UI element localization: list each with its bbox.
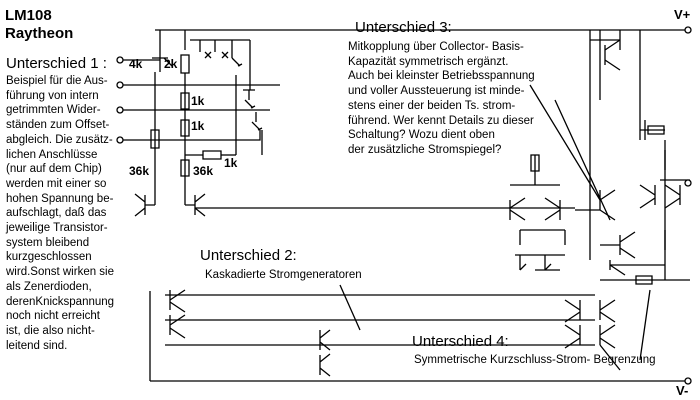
note-line: wird.Sonst wirken sie <box>6 266 115 279</box>
note-line: leitend sind. <box>6 339 68 352</box>
note-u4-body: Symmetrische Kurzschluss-Strom- Begrenzu… <box>414 354 656 366</box>
note-u1-heading: Unterschied 1 : <box>6 55 107 72</box>
note-line: und voller Aussteuerung ist minde- <box>348 85 525 98</box>
note-line: als Zenerdioden, <box>6 280 92 293</box>
label-1k-a: 1k <box>191 94 205 108</box>
note-line: führung von intern <box>6 89 99 102</box>
note-line: jeweilige Transistor- <box>6 222 108 235</box>
note-line: getrimmten Wider- <box>6 104 101 117</box>
note-line: ständen zum Offset- <box>6 119 110 132</box>
resistor-36k-left <box>151 130 159 148</box>
note-line: abgleich. Die zusätz- <box>6 133 113 146</box>
label-2k: 2k <box>164 57 178 71</box>
note-line: Mitkopplung über Collector- Basis- <box>348 41 524 53</box>
note-line: Schaltung? Wozu dient oben <box>348 129 495 142</box>
note-line: aufschlagt, daß das <box>6 207 107 220</box>
label-vplus: V+ <box>674 7 691 22</box>
note-line: (nur auf dem Chip) <box>6 163 102 176</box>
note-u4-heading: Unterschied 4: <box>412 333 509 350</box>
chip-title: LM108 <box>5 7 52 24</box>
note-line: Beispiel für die Aus- <box>6 75 108 87</box>
note-line: noch nicht erreicht <box>6 310 100 323</box>
note-u1-body: Beispiel für die Aus- führung von intern… <box>6 74 114 353</box>
note-line: werden mit einer so <box>6 177 107 190</box>
input-stage <box>135 155 575 270</box>
chip-manufacturer: Raytheon <box>5 25 74 42</box>
resistor-output-upper <box>648 126 664 134</box>
resistor-1k-a <box>181 93 189 109</box>
note-line: derenKnickspannung <box>6 295 115 308</box>
label-36k-left: 36k <box>129 164 150 178</box>
note-u2-body: Kaskadierte Stromgeneratoren <box>205 269 362 281</box>
label-4k: 4k <box>129 57 143 71</box>
note-line: der zusätzliche Stromspiegel? <box>348 143 502 156</box>
label-36k-right: 36k <box>193 164 214 178</box>
current-mirrors <box>150 290 615 381</box>
label-1k-c: 1k <box>224 156 238 170</box>
note-line: hohen Spannung be- <box>6 192 114 205</box>
trim-network <box>117 30 280 205</box>
resistor-2k <box>181 55 189 73</box>
note-line: kurzgeschlossen <box>6 251 92 264</box>
note-u3-body: Mitkopplung über Collector- Basis- Kapaz… <box>348 40 535 158</box>
note-line: system bleibend <box>6 236 90 249</box>
label-vminus: V- <box>676 383 689 398</box>
resistor-36k-right <box>181 160 189 176</box>
note-line: stens einer der beiden Ts. strom- <box>348 99 516 112</box>
vminus-rail <box>150 378 691 384</box>
vplus-rail <box>155 27 691 33</box>
note-line: lichen Anschlüsse <box>6 148 98 161</box>
note-u2-heading: Unterschied 2: <box>200 247 297 264</box>
note-line: Kapazität symmetrisch ergänzt. <box>348 55 509 68</box>
resistor-1k-c <box>203 151 221 159</box>
note-line: Auch bei kleinster Betriebsspannung <box>348 70 535 83</box>
note-line: ist, die also nicht- <box>6 324 95 337</box>
current-limit <box>340 85 650 370</box>
note-u3-heading: Unterschied 3: <box>355 19 452 36</box>
resistor-top-mid <box>531 155 539 171</box>
output-stage <box>575 30 691 284</box>
note-line: führend. Wer kennt Details zu dieser <box>348 114 534 127</box>
label-1k-b: 1k <box>191 119 205 133</box>
resistor-1k-b <box>181 120 189 136</box>
